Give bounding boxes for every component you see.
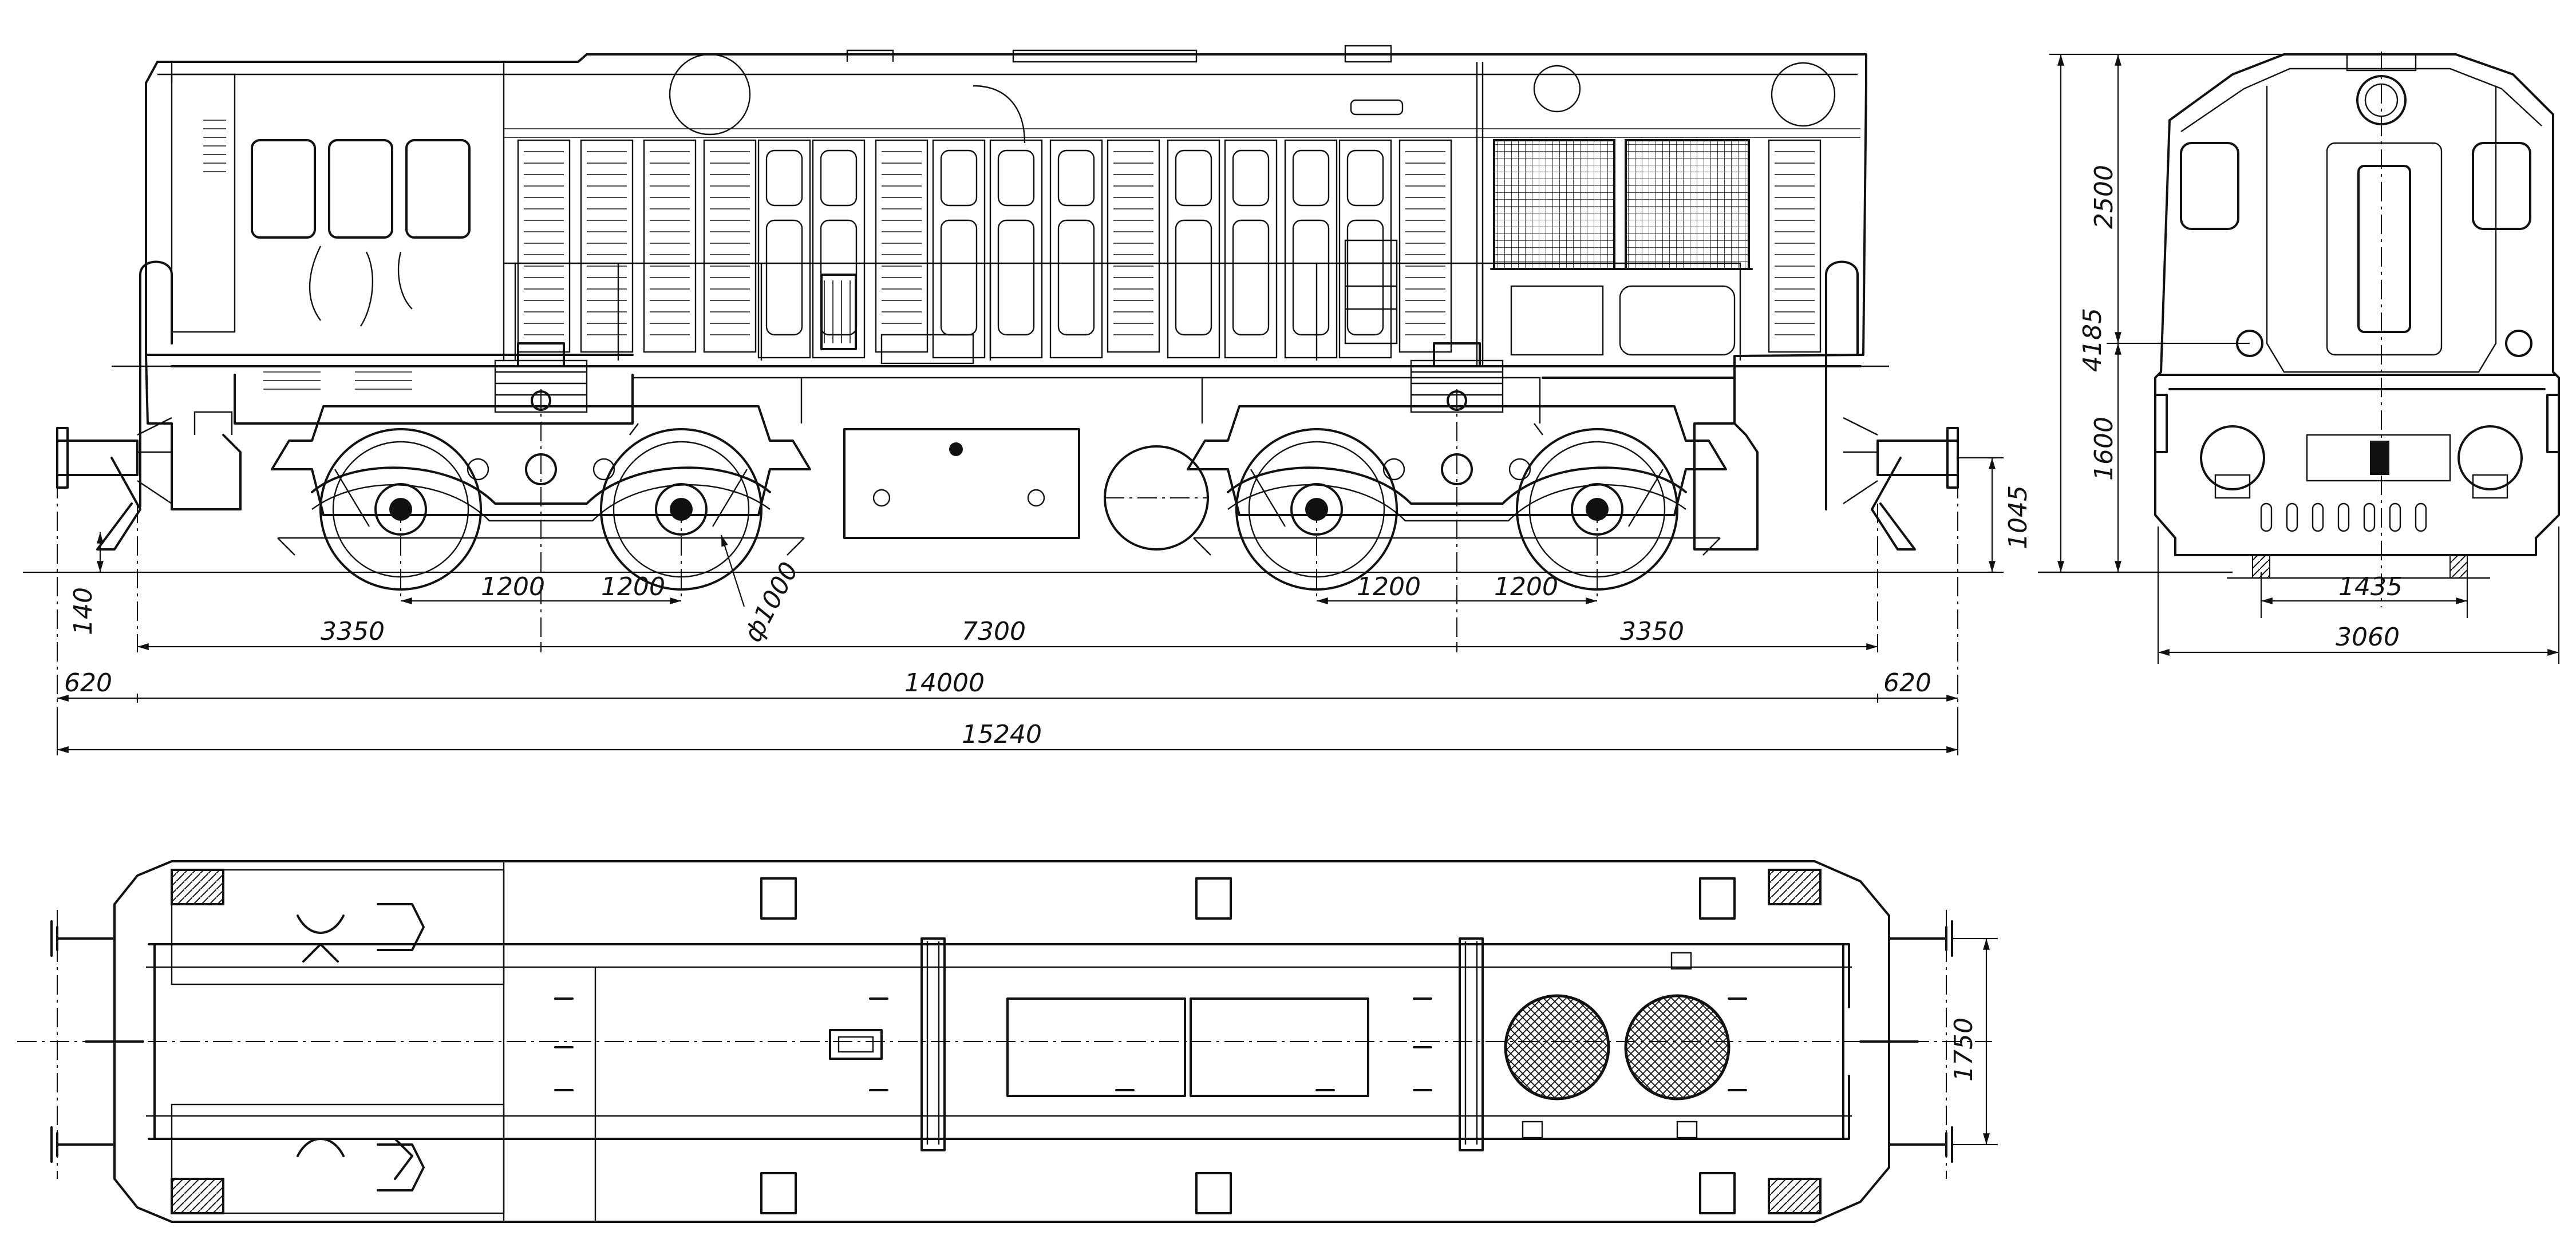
dim-overhang-left: 620 (64, 668, 112, 698)
dim-buffer-height: 1045 (2004, 485, 2033, 549)
dim-axle-left-1: 1200 (481, 572, 545, 601)
dim-end-to-bogie-left: 3350 (321, 617, 385, 646)
end-view (2038, 52, 2560, 607)
end-view-dimensions: 4185 2500 1600 1435 3060 (2049, 53, 2560, 664)
dim-overhang-right: 620 (1883, 668, 1931, 698)
dim-frame-length: 14000 (904, 668, 985, 698)
dim-lower-height: 1600 (2089, 417, 2119, 481)
dim-axle-right-1: 1200 (1357, 572, 1421, 601)
side-view (23, 45, 2004, 715)
dim-length-over-buffers: 15240 (962, 720, 1042, 749)
dim-axle-right-2: 1200 (1494, 572, 1558, 601)
dim-bogie-centers: 7300 (962, 617, 1026, 646)
plan-view (17, 860, 1992, 1223)
dim-overall-width: 3060 (2336, 623, 2400, 652)
dim-wheel-diameter: ф1000 (738, 557, 804, 647)
side-view-dimensions: 1200 1200 ф1000 1200 1200 140 3350 7300 … (56, 457, 2033, 755)
dim-track-gauge: 1435 (2338, 572, 2403, 601)
dim-overall-height: 4185 (2078, 308, 2107, 372)
dim-end-to-bogie-right: 3350 (1620, 617, 1684, 646)
dim-axle-left-2: 1200 (601, 572, 665, 601)
dim-upper-height: 2500 (2089, 165, 2119, 229)
dim-coupler-offset: 140 (69, 587, 98, 635)
dim-buffer-spacing: 1750 (1949, 1018, 1978, 1082)
plan-view-dimensions: 1750 (1949, 937, 1998, 1146)
